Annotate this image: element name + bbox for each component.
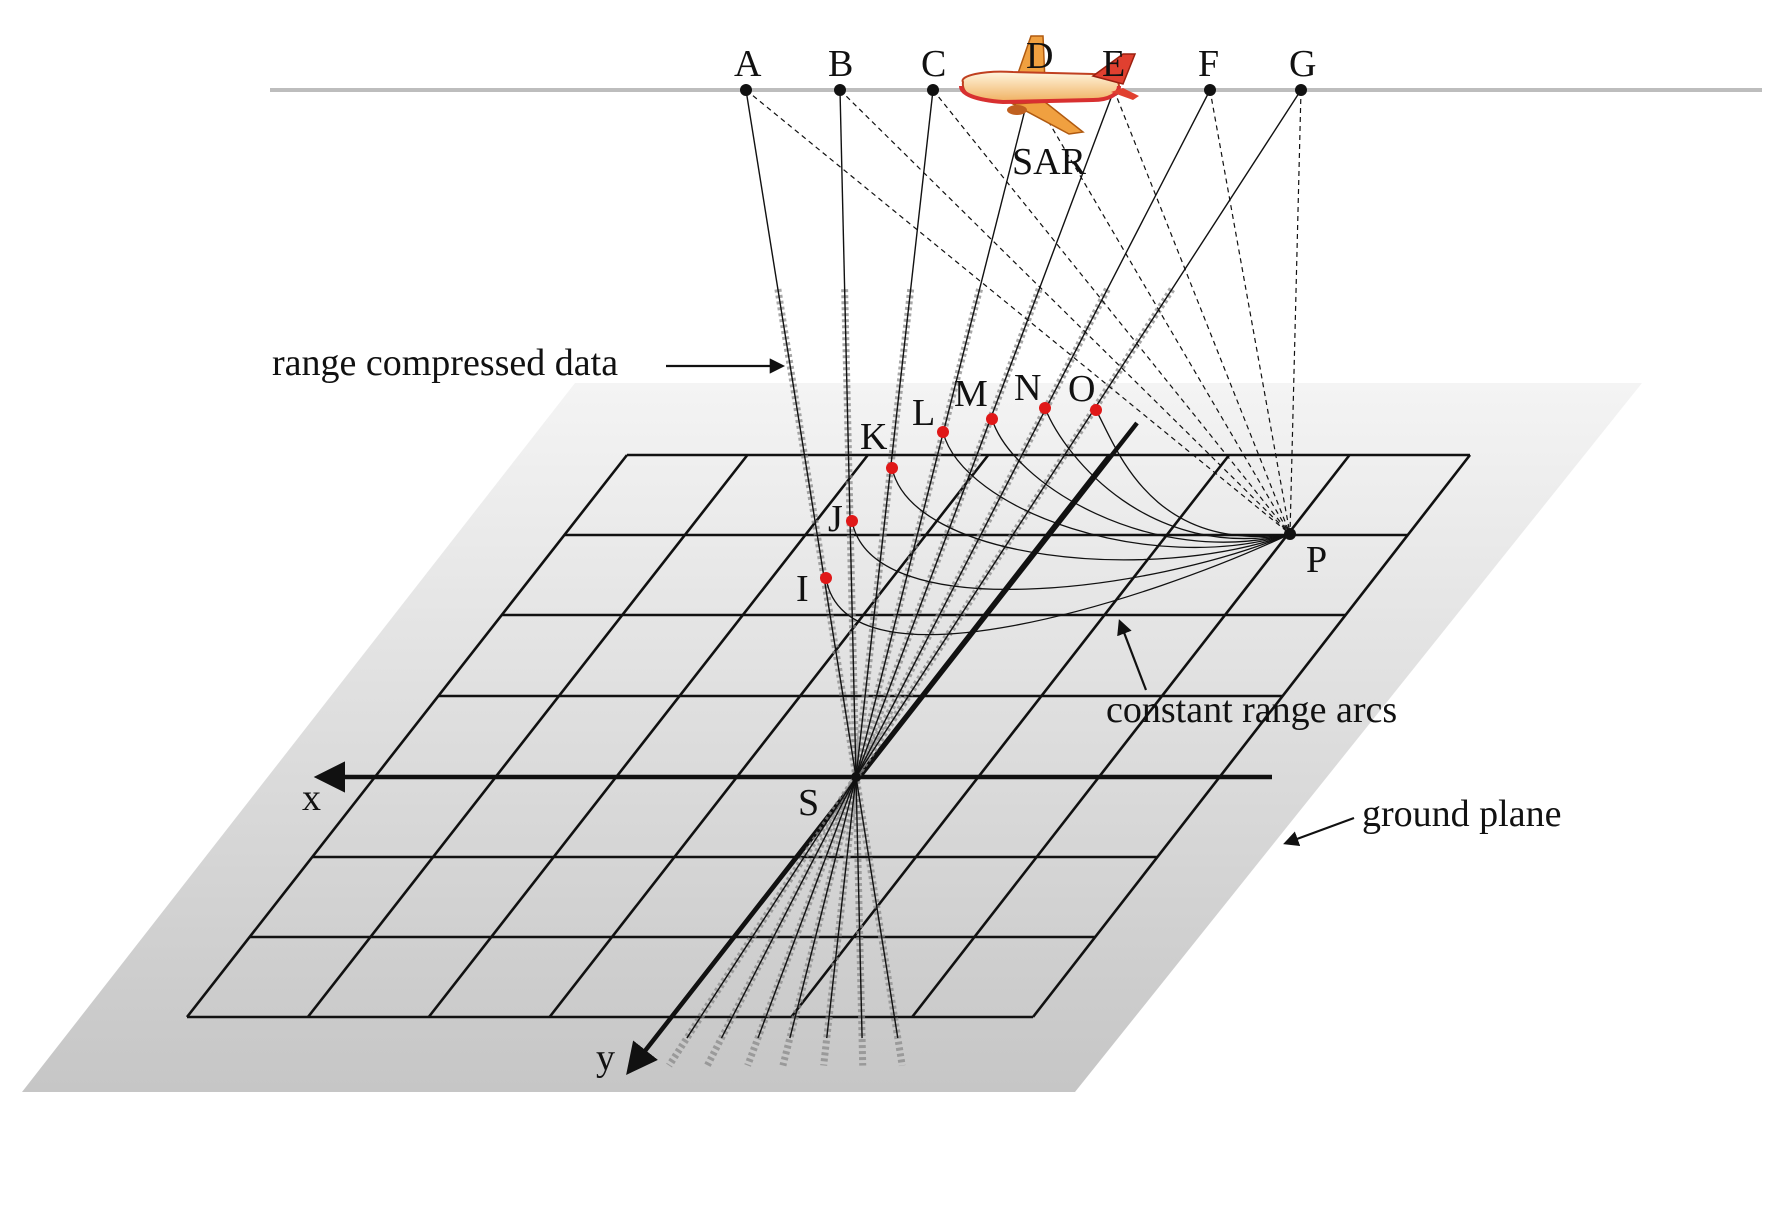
track-point [834, 84, 846, 96]
track-point [1295, 84, 1307, 96]
ground-point [1039, 402, 1051, 414]
airplane-icon [959, 35, 1139, 135]
range-arc [851, 520, 1291, 591]
ground-point-label: M [954, 373, 988, 415]
ground-grid [185, 453, 1472, 1019]
range-line [720, 89, 1211, 1039]
track-point [1204, 84, 1216, 96]
track-point-label: A [734, 43, 762, 85]
range-arc [991, 418, 1291, 543]
ground-plane [22, 383, 1642, 1092]
range-line [686, 89, 1302, 1039]
constant-range-arcs [825, 407, 1291, 636]
range-lines [686, 89, 1302, 1039]
target-label: P [1306, 539, 1327, 581]
ground-point-label: K [860, 416, 888, 458]
track-point-label: B [828, 43, 853, 85]
track-point-label: F [1198, 43, 1219, 85]
track-point [740, 84, 752, 96]
ground-point [986, 413, 998, 425]
ground-point-label: J [828, 498, 843, 540]
track-labels: A B C D E F G [734, 35, 1316, 85]
target-line [1029, 89, 1291, 535]
ground-plane-arrow [1283, 816, 1355, 846]
ground-point-label: O [1068, 368, 1095, 410]
range-arc [942, 431, 1291, 548]
grid-col-line [306, 454, 749, 1018]
ground-point [886, 462, 898, 474]
x-axis-label: x [302, 777, 321, 819]
scene-center-label: S [798, 782, 819, 824]
target-line [1289, 89, 1302, 535]
grid-col-line [427, 454, 869, 1018]
range-line [839, 89, 863, 1039]
track-point-label: D [1026, 35, 1053, 77]
grid-col-line [548, 454, 990, 1018]
ground-point [846, 515, 858, 527]
target-lines [745, 89, 1302, 535]
sensor-label: SAR [1012, 141, 1087, 183]
range-arc [825, 533, 1291, 636]
target-point [1284, 528, 1296, 540]
y-axis-label: y [596, 1037, 615, 1079]
grid-col-line [1031, 454, 1472, 1018]
range-line [757, 89, 1115, 1039]
target-line [1209, 89, 1291, 535]
ground-plane-label: ground plane [1362, 793, 1561, 835]
range-line [826, 89, 934, 1039]
constant-range-arrow [1117, 619, 1148, 691]
track-point [927, 84, 939, 96]
track-point-label: G [1289, 43, 1316, 85]
track-point-label: C [921, 43, 946, 85]
ground-point [820, 572, 832, 584]
target-line [839, 89, 1291, 535]
range-arc [1095, 409, 1291, 537]
track-point-label: E [1102, 43, 1125, 85]
range-compressed-label: range compressed data [272, 342, 618, 384]
range-arc [1044, 407, 1291, 540]
scene-center-point [851, 772, 861, 782]
constant-range-label: constant range arcs [1106, 689, 1397, 731]
range-line [789, 89, 1031, 1039]
ground-point-label: I [796, 568, 809, 610]
ground-point [937, 426, 949, 438]
grid-col-line [185, 454, 629, 1018]
range-arc [891, 467, 1291, 561]
target-line [1113, 89, 1291, 535]
target-line [745, 89, 1291, 535]
ground-points [820, 402, 1102, 584]
y-axis [626, 421, 1139, 1075]
range-line [745, 89, 899, 1039]
ground-point [1090, 404, 1102, 416]
grid-col-line [790, 454, 1231, 1018]
target-line [932, 89, 1291, 535]
ground-point-label: L [912, 392, 935, 434]
ground-point-label: N [1014, 367, 1041, 409]
grid-col-line [911, 454, 1351, 1018]
